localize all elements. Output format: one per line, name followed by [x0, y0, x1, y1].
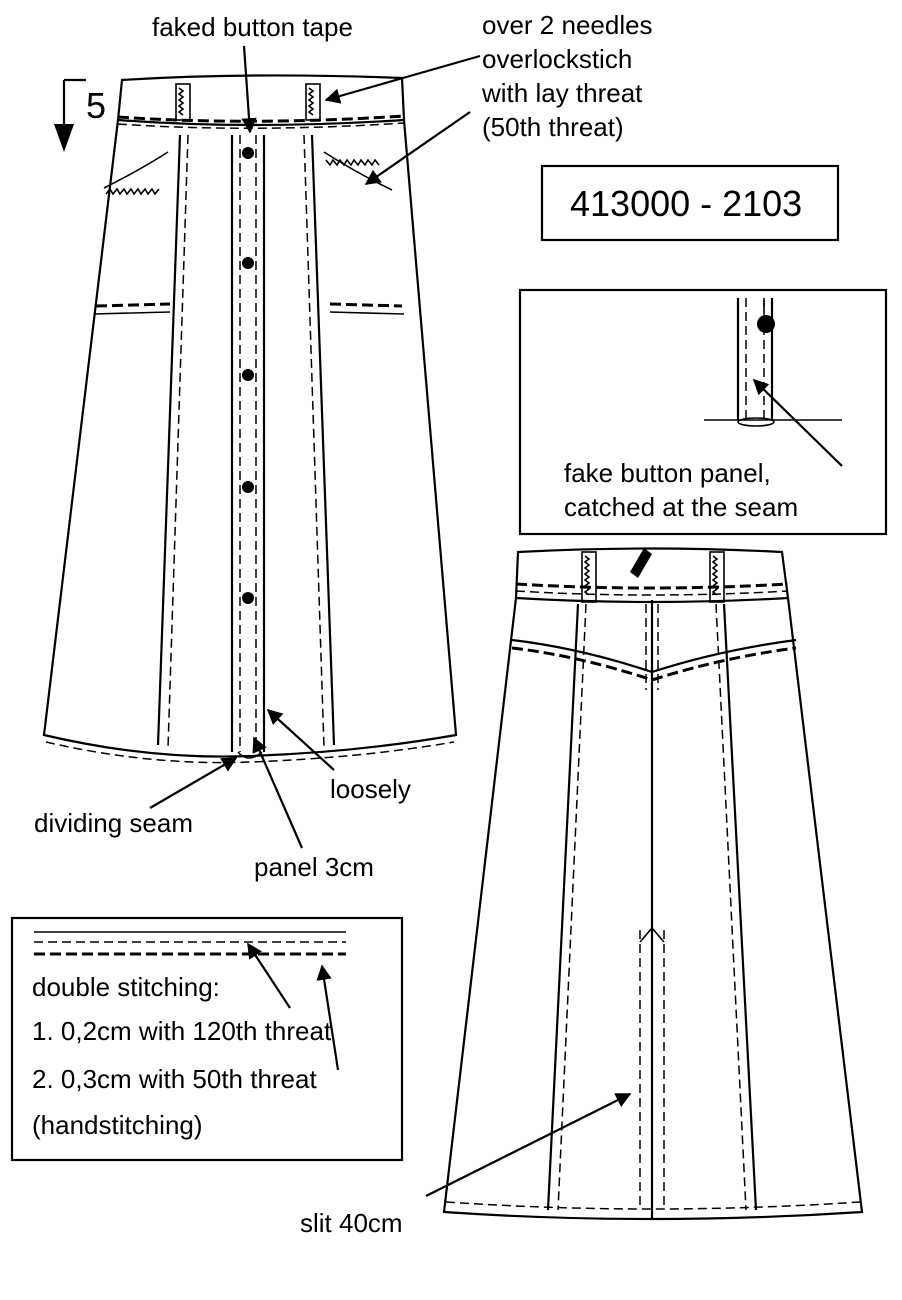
fake-panel-label-2: catched at the seam	[564, 492, 798, 522]
loosely-label: loosely	[330, 774, 411, 804]
dividing-seam-label: dividing seam	[34, 808, 193, 838]
panel-label: panel 3cm	[254, 852, 374, 882]
step-marker: 5	[54, 78, 106, 152]
front-skirt-drawing	[42, 74, 458, 764]
slit-label: slit 40cm	[300, 1208, 403, 1238]
fake-panel-label-1: fake button panel,	[564, 458, 771, 488]
stitch-legend-line-1: 1. 0,2cm with 120th threat	[32, 1016, 332, 1046]
step-number: 5	[86, 85, 106, 126]
overlock-label-2: overlockstich	[482, 44, 632, 74]
article-number-box: 413000 - 2103	[540, 164, 840, 242]
article-number: 413000 - 2103	[570, 183, 802, 224]
stitch-legend: double stitching: 1. 0,2cm with 120th th…	[10, 916, 404, 1162]
faked-button-tape-label: faked button tape	[152, 12, 353, 42]
fake-button-panel-detail: fake button panel, catched at the seam	[518, 288, 888, 536]
overlock-label-4: (50th threat)	[482, 112, 624, 142]
stitch-legend-line-3: (handstitching)	[32, 1110, 203, 1140]
back-skirt-drawing	[442, 547, 864, 1221]
overlock-label-3: with lay threat	[481, 78, 643, 108]
stitch-legend-line-2: 2. 0,3cm with 50th threat	[32, 1064, 317, 1094]
stitch-legend-title: double stitching:	[32, 972, 220, 1002]
overlock-label-1: over 2 needles	[482, 10, 653, 40]
